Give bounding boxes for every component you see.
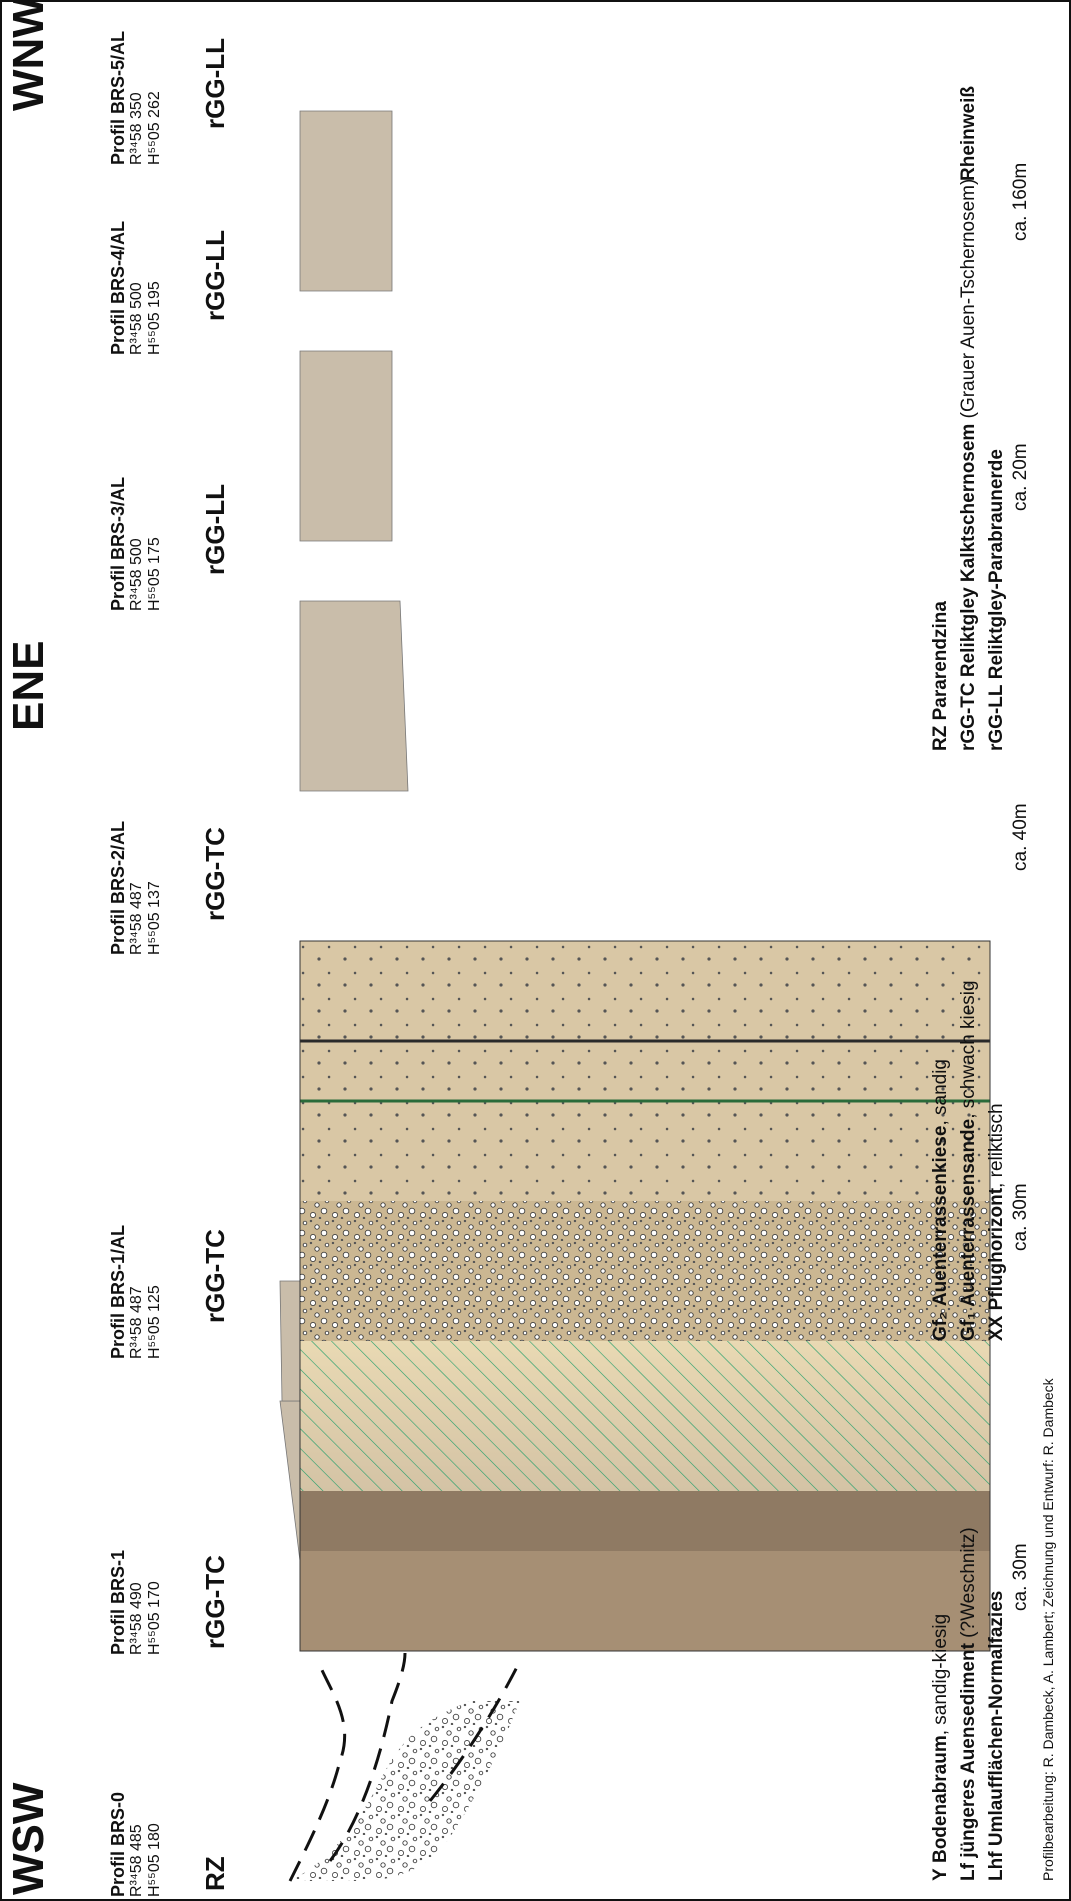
legend-tc: rGG-TC Reliktgley Kalktschernosem (Graue…	[958, 178, 979, 751]
profile-brs1-column	[299, 940, 991, 1652]
legend-gf1: Gf₁ Auenterrassensande, schwach kiesig	[958, 980, 979, 1341]
distance-1: ca. 30m	[1010, 1543, 1031, 1611]
legend-gf2: Gf₂ Auenterrassenkiese, sandig	[930, 1059, 951, 1341]
legend-xx: XX Pflughorizont, reliktisch	[986, 1103, 1007, 1341]
distance-5: ca. 160m	[1010, 162, 1031, 241]
legend-lhf: Lhf Umlaufflächen-Normalfazies	[986, 1590, 1007, 1881]
credit-line: Profilbearbeitung: R. Dambeck, A. Lamber…	[1040, 1378, 1056, 1881]
legend-ll: rGG-LL Reliktgley-Parabraunerde	[986, 449, 1007, 751]
legend-y: Y Bodenabraum, sandig-kiesig	[930, 1613, 951, 1881]
legend-rheinweiss: Rheinweiß	[958, 85, 979, 181]
legend-rz: RZ Pararendzina	[930, 601, 951, 751]
distance-3: ca. 40m	[1010, 803, 1031, 871]
distance-2: ca. 30m	[1010, 1183, 1031, 1251]
legend-lf: Lf jüngeres Auensediment (?Weschnitz)	[958, 1527, 979, 1881]
profile-brs0-sketch	[288, 1650, 522, 1882]
distance-4: ca. 20m	[1010, 443, 1031, 511]
